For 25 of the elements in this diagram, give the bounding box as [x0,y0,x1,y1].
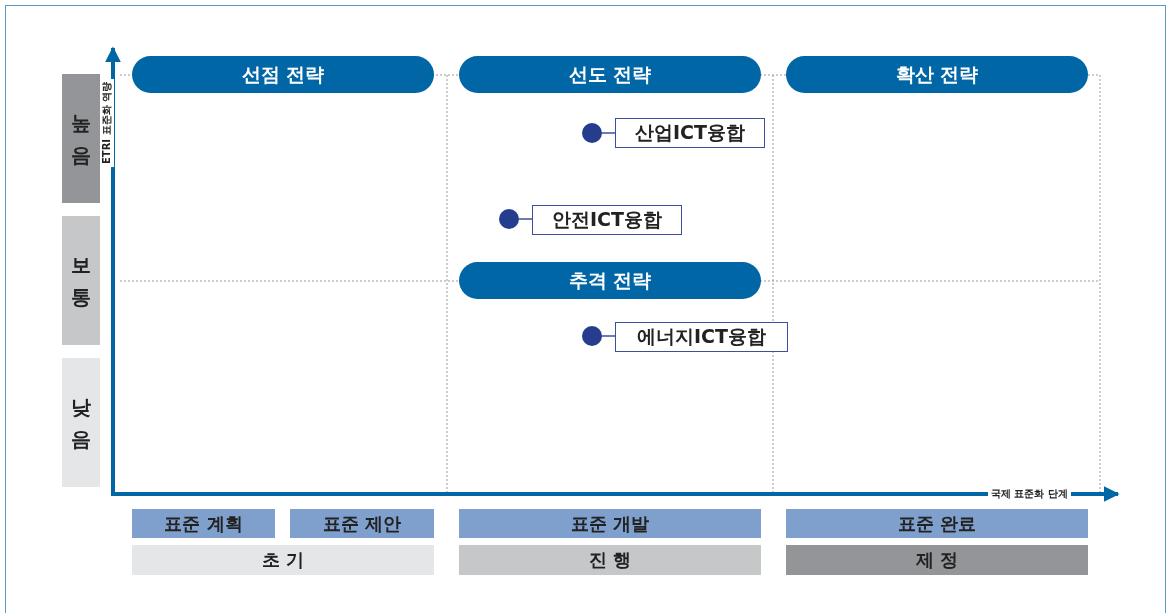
stage-bar: 제 정 [786,545,1088,575]
marker-dot [499,209,519,229]
stage-bar: 초 기 [132,545,434,575]
connector-line [601,335,616,337]
stage-bar: 표준 계획 [132,509,275,538]
marker-dot [582,326,602,346]
strategy-banner: 선도 전략 [459,56,761,93]
level-label: 높음 [62,74,100,203]
level-label: 낮음 [62,358,100,487]
connector-line [518,218,533,220]
marker-dot [582,123,602,143]
stage-bar: 진 행 [459,545,761,575]
stage-bar: 표준 완료 [786,509,1088,538]
stage-bar: 표준 제안 [290,509,434,538]
strategy-banner: 선점 전략 [132,56,434,93]
stage-bar: 표준 개발 [459,509,761,538]
axis-title: 국제 표준화 단계 [988,487,1071,501]
connector-line [601,132,616,134]
axis-title: ETRI 표준화 역량 [100,79,114,167]
field-label-box: 안전ICT융합 [532,205,682,235]
strategy-banner: 추격 전략 [459,262,761,299]
field-label-box: 에너지ICT융합 [615,322,788,352]
level-label: 보통 [62,216,100,345]
field-label-box: 산업ICT융합 [615,118,765,148]
strategy-banner: 확산 전략 [786,56,1088,93]
